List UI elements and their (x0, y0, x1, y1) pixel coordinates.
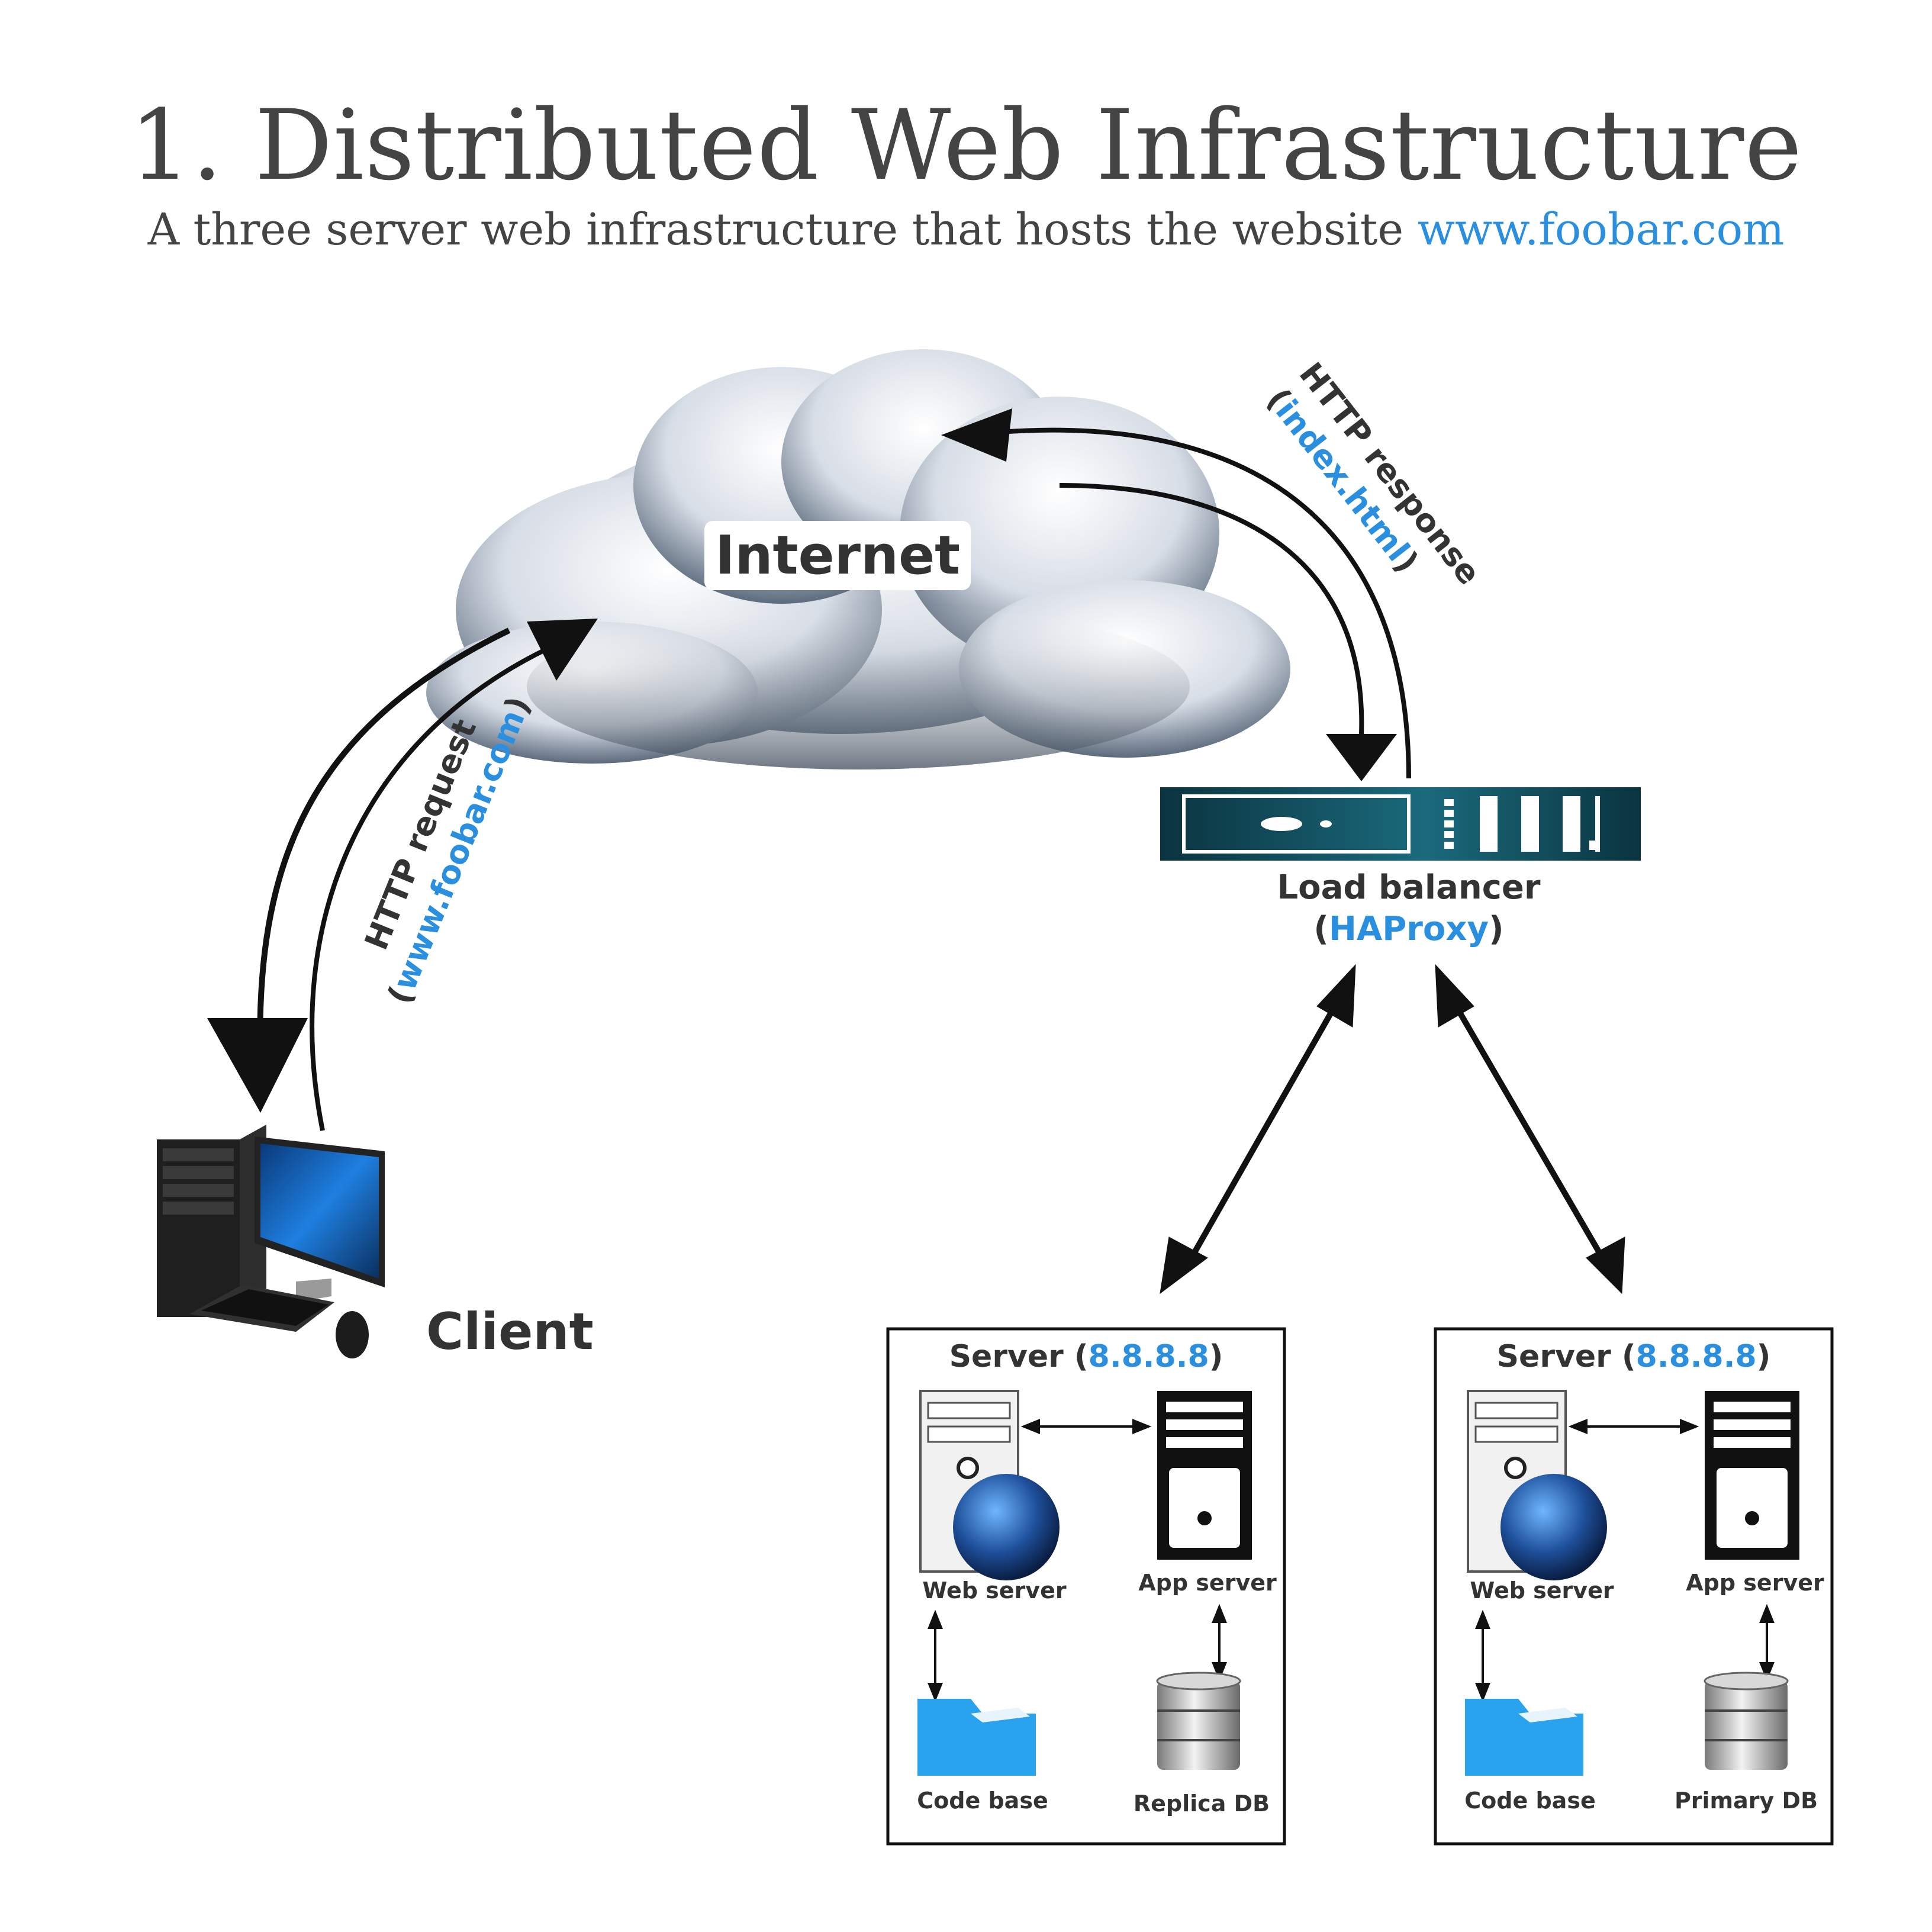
lb-server-arrows (1160, 964, 1625, 1295)
internet-to-client-arrowhead (207, 1018, 308, 1113)
internet-to-lb-arc (1059, 483, 1364, 735)
server1-ip: 8.8.8.8 (1088, 1339, 1209, 1374)
lb-to-server2-arrowhead-bottom (1586, 1237, 1625, 1295)
server2-ip: 8.8.8.8 (1635, 1339, 1757, 1374)
server2-code-base-icon (1465, 1699, 1583, 1776)
server2-title: Server (8.8.8.8) (1435, 1339, 1832, 1374)
server1-app-server-icon (1157, 1391, 1252, 1560)
internet-lb-arrows (941, 408, 1411, 781)
load-balancer-device (1160, 787, 1641, 861)
server1-app-server-label: App server (1138, 1570, 1277, 1596)
lb-to-server1-arrowhead-bottom (1160, 1237, 1208, 1295)
server2-title-prefix: Server ( (1496, 1339, 1636, 1374)
client-to-internet-arc (310, 637, 569, 1131)
subtitle-link[interactable]: www.foobar.com (1417, 204, 1785, 255)
server1-title-prefix: Server ( (949, 1339, 1089, 1374)
lb-open-paren: ( (1313, 910, 1329, 948)
client-computer-icon (157, 1125, 385, 1358)
load-balancer-label: Load balancer (HAProxy) (1172, 867, 1646, 950)
server1-web-server-icon (919, 1390, 1060, 1580)
server2-title-suffix: ) (1756, 1339, 1771, 1374)
server2-app-server-label: App server (1686, 1570, 1824, 1596)
lb-to-server1-line (1187, 1004, 1338, 1263)
server1-code-base-icon (917, 1699, 1036, 1776)
subtitle-text: A three server web infrastructure that h… (147, 204, 1418, 255)
server1-title: Server (8.8.8.8) (888, 1339, 1284, 1374)
server1-db-label: Replica DB (1133, 1791, 1270, 1817)
internet-label: Internet (704, 521, 971, 590)
internet-to-lb-arrowhead (1326, 734, 1397, 781)
lb-to-server2-arrowhead-top (1435, 964, 1474, 1028)
lb-to-server1-arrowhead-top (1316, 964, 1356, 1028)
server1-internal-arrows (928, 1419, 1227, 1702)
lb-to-internet-arrowhead (941, 408, 1012, 462)
server2-web-server-label: Web server (1470, 1577, 1614, 1603)
server2-web-server-icon (1467, 1390, 1607, 1580)
client-internet-arrows (207, 619, 598, 1131)
client-to-internet-arrowhead (527, 619, 598, 681)
server2-primary-db-icon (1704, 1672, 1789, 1770)
internet-to-client-arc (257, 627, 511, 1066)
lb-close-paren: ) (1488, 910, 1504, 948)
server1-title-suffix: ) (1209, 1339, 1223, 1374)
lb-name: HAProxy (1329, 910, 1489, 948)
page-subtitle: A three server web infrastructure that h… (0, 204, 1932, 255)
lb-to-server2-line (1453, 1004, 1607, 1263)
http-response-label: HTTP response (index.html) (1260, 356, 1488, 592)
lb-to-internet-arc (1000, 427, 1411, 779)
server1-code-base-label: Code base (917, 1788, 1048, 1814)
server2-db-label: Primary DB (1674, 1788, 1818, 1814)
server1-web-server-label: Web server (922, 1577, 1067, 1603)
server2-code-base-label: Code base (1464, 1788, 1596, 1814)
server2-internal-arrows (1475, 1419, 1775, 1702)
page-title: 1. Distributed Web Infrastructure (129, 89, 1803, 202)
server1-replica-db-icon (1156, 1672, 1241, 1770)
client-label: Client (426, 1302, 594, 1361)
load-balancer-line1: Load balancer (1277, 868, 1541, 907)
load-balancer-line2: (HAProxy) (1172, 909, 1646, 950)
server2-app-server-icon (1705, 1391, 1799, 1560)
